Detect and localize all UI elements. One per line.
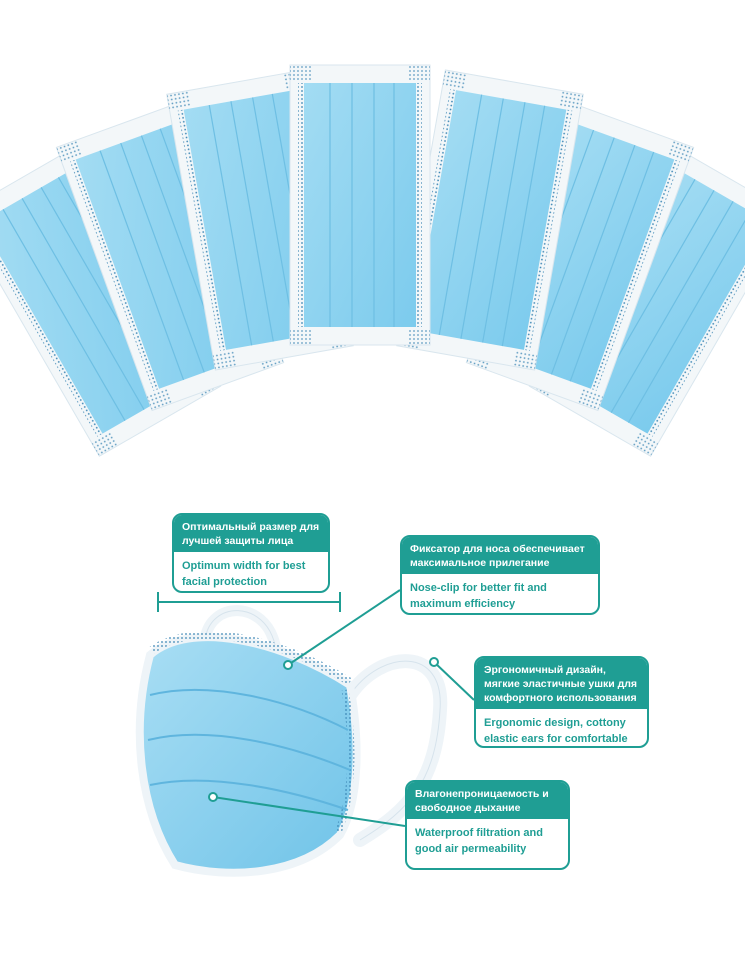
callout-ergonomic-ears: Эргономичный дизайн, мягкие эластичные у… [474,656,649,748]
flat-mask [289,64,431,346]
callout-ears-en: Ergonomic design, cottony elastic ears f… [484,717,628,745]
masks-fan-illustration [0,64,745,457]
callout-water-en: Waterproof filtration and good air perme… [415,827,543,855]
callout-width-en: Optimum width for best facial protection [182,560,306,588]
callout-optimum-width: Оптимальный размер для лучшей защиты лиц… [172,513,330,593]
callout-width-ru: Оптимальный размер для лучшей защиты лиц… [174,515,328,552]
callout-water-ru: Влагонепроницаемость и свободное дыхание [407,782,568,819]
callout-ears-ru: Эргономичный дизайн, мягкие эластичные у… [476,658,647,709]
callout-nose-clip: Фиксатор для носа обеспечивает максималь… [400,535,600,615]
callout-nose-ru: Фиксатор для носа обеспечивает максималь… [402,537,598,574]
callout-waterproof: Влагонепроницаемость и свободное дыхание… [405,780,570,870]
callout-nose-en: Nose-clip for better fit and maximum eff… [410,582,547,610]
